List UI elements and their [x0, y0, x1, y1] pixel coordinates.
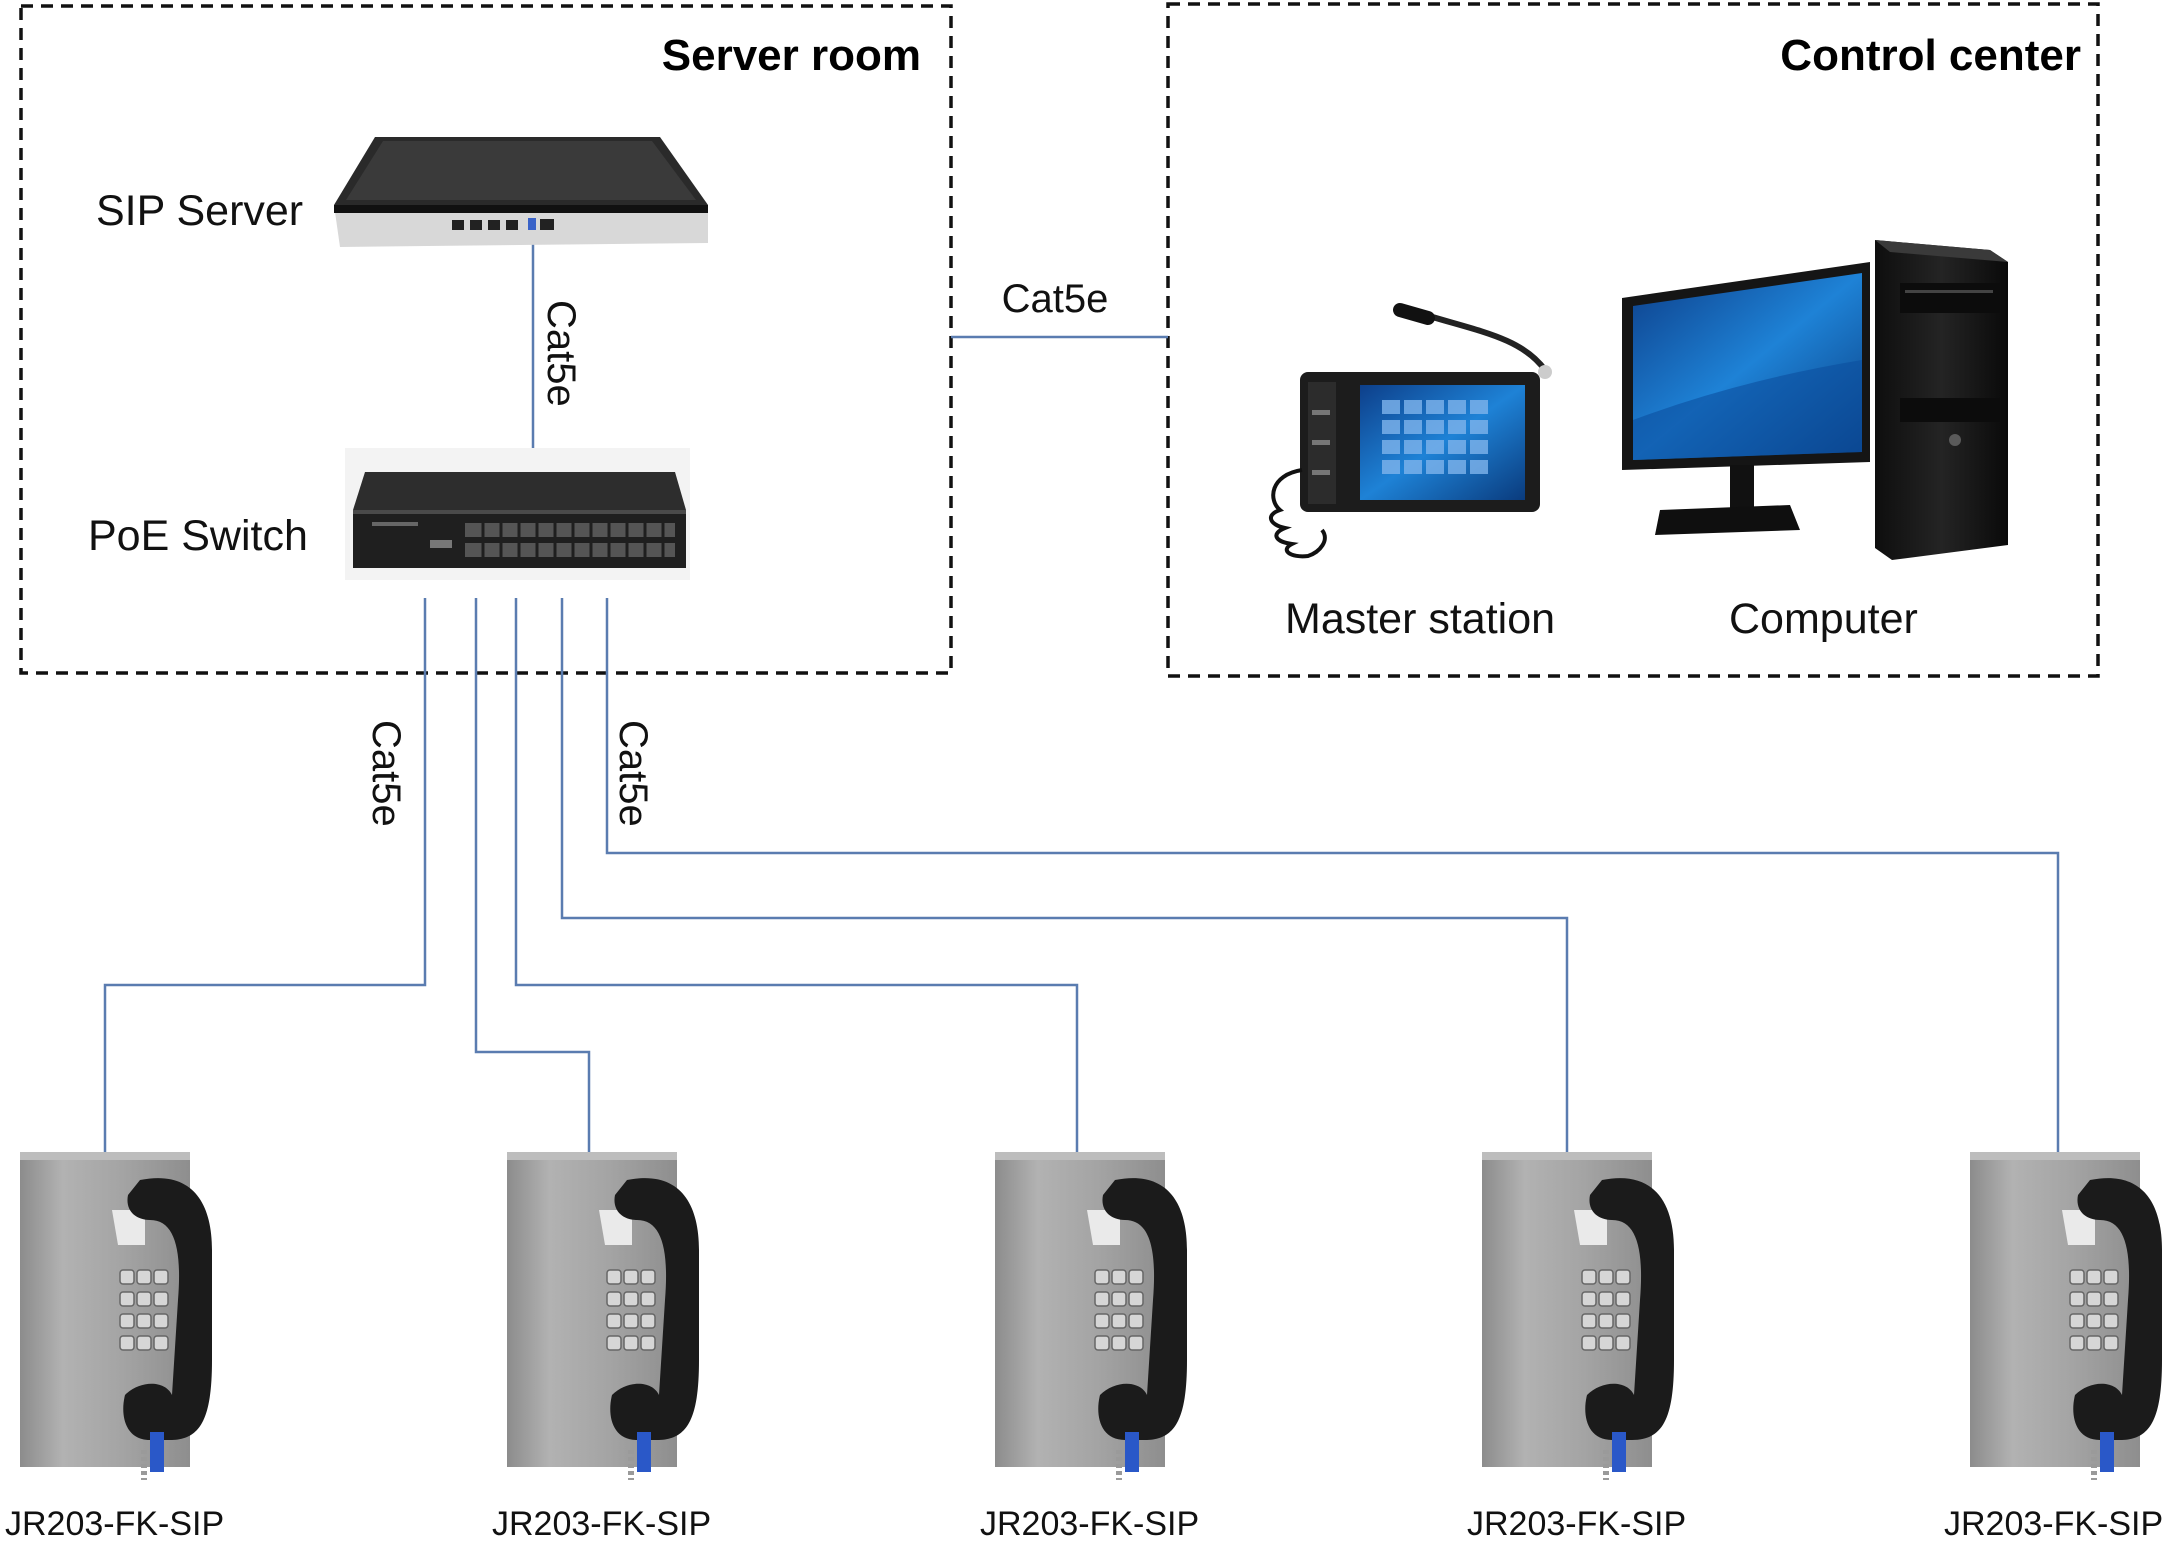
cable-lines: [103, 243, 2060, 1152]
phone-label: JR203-FK-SIP: [492, 1505, 711, 1543]
master-station-label: Master station: [1285, 595, 1555, 643]
cable-label-server-switch: Cat5e: [539, 300, 583, 407]
server-room-zone: [19, 4, 953, 675]
cable-label-room-center: Cat5e: [1002, 277, 1109, 321]
server-room-title: Server room: [662, 31, 921, 80]
cable-label-switch-down-left: Cat5e: [364, 720, 408, 827]
master-station-icon: [1269, 303, 1552, 559]
poe-switch-label: PoE Switch: [88, 512, 308, 560]
cable-label-switch-down-right: Cat5e: [611, 720, 655, 827]
phone-icon: [1482, 1152, 1674, 1480]
phone-unit: JR203-FK-SIP: [1467, 1152, 1686, 1543]
phone-unit: JR203-FK-SIP: [980, 1152, 1199, 1543]
phone-label: JR203-FK-SIP: [980, 1505, 1199, 1543]
sip-server-label: SIP Server: [96, 187, 303, 235]
phone-icon: [20, 1152, 212, 1480]
sip-server-icon: [334, 137, 708, 247]
control-center-title: Control center: [1780, 31, 2081, 80]
phone-unit: JR203-FK-SIP: [1944, 1152, 2163, 1543]
phone-label: JR203-FK-SIP: [1944, 1505, 2163, 1543]
computer-label: Computer: [1729, 595, 1918, 643]
phone-unit: JR203-FK-SIP: [492, 1152, 711, 1543]
phone-icon: [507, 1152, 699, 1480]
computer-icon: [1622, 240, 2008, 560]
poe-switch-icon: [345, 448, 690, 580]
phone-unit: JR203-FK-SIP: [5, 1152, 224, 1543]
phone-label: JR203-FK-SIP: [5, 1505, 224, 1543]
phone-label: JR203-FK-SIP: [1467, 1505, 1686, 1543]
control-center-zone: [1166, 2, 2100, 678]
phone-icon: [995, 1152, 1187, 1480]
phone-icon: [1970, 1152, 2162, 1480]
